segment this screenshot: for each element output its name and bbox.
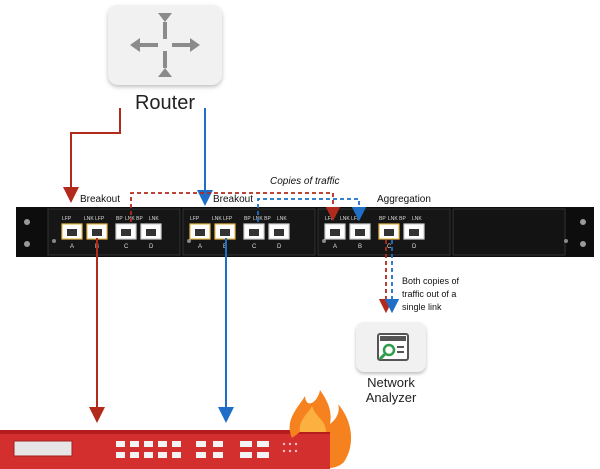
port-letter: A <box>333 244 337 250</box>
module-label-breakout-1: Breakout <box>80 194 121 205</box>
port-jack <box>146 229 156 236</box>
port-tag: LNK BP <box>388 216 406 222</box>
chassis-blank-slot <box>452 208 566 256</box>
firewall-ports <box>116 441 269 458</box>
port-letter: C <box>387 244 392 250</box>
firewall-display <box>13 440 73 457</box>
port-tag: LNK <box>277 216 287 222</box>
port-jack <box>409 229 419 236</box>
firewall-flame-icon <box>289 390 352 468</box>
port-group-3: LFP LNK LFP BP LNK BP LNK A B C D <box>324 216 425 250</box>
copies-of-traffic-label: Copies of traffic <box>270 176 340 187</box>
port-jack <box>220 229 230 236</box>
port-letter: C <box>124 244 129 250</box>
module-screw <box>52 239 56 243</box>
mount-screw <box>24 219 30 225</box>
router-label: Router <box>134 92 196 114</box>
network-analyzer-label: Network Analyzer <box>350 375 432 405</box>
port-jack <box>92 229 102 236</box>
port-letter: B <box>358 244 362 250</box>
port-jack <box>274 229 284 236</box>
router-box <box>108 5 222 85</box>
port-letter: D <box>412 244 417 250</box>
port-jack <box>121 229 131 236</box>
port-jack <box>355 229 365 236</box>
port-tag: LNK <box>412 216 422 222</box>
port-tag: BP <box>379 216 386 222</box>
note-line: traffic out of a <box>402 289 457 299</box>
port-group-2: LFP LNK LFP BP LNK BP LNK A B C D <box>189 216 290 250</box>
port-tag: BP <box>116 216 123 222</box>
port-tag: LFP <box>62 216 72 222</box>
red-copy-dashed-link <box>130 192 341 222</box>
mount-screw <box>580 241 586 247</box>
port-tag: LNK LFP <box>84 216 105 222</box>
router-to-breakout-red-link <box>63 108 121 203</box>
port-jack <box>67 229 77 236</box>
port-jack <box>330 229 340 236</box>
port-jack <box>384 229 394 236</box>
analyzer-label-line: Analyzer <box>365 390 417 405</box>
router-icon <box>130 13 200 77</box>
port-group-1: LFP LNK LFP BP LNK BP LNK A B C D <box>61 216 162 250</box>
mount-screw <box>24 241 30 247</box>
mount-screw <box>580 219 586 225</box>
port-letter: A <box>70 244 74 250</box>
port-jack <box>249 229 259 236</box>
port-tag: LNK LFP <box>212 216 233 222</box>
port-tag: LNK BP <box>125 216 143 222</box>
port-letter: D <box>149 244 154 250</box>
firewall-top-edge <box>0 430 330 434</box>
aggregation-note: Both copies of traffic out of a single l… <box>402 275 482 314</box>
port-jack <box>195 229 205 236</box>
port-letter: D <box>277 244 282 250</box>
note-line: single link <box>402 302 442 312</box>
port-tag: BP <box>244 216 251 222</box>
module-label-breakout-2: Breakout <box>213 194 254 205</box>
note-line: Both copies of <box>402 276 460 286</box>
port-tag: LFP <box>190 216 200 222</box>
port-tag: LNK <box>149 216 159 222</box>
module-screw <box>187 239 191 243</box>
module-label-aggregation: Aggregation <box>377 194 431 205</box>
port-tag: LFP <box>325 216 335 222</box>
analyzer-label-line: Network <box>367 375 415 390</box>
port-letter: C <box>252 244 257 250</box>
network-analyzer-box <box>356 322 426 372</box>
network-analyzer-icon <box>377 333 409 361</box>
blue-copy-dashed-link <box>257 198 367 222</box>
port-tag: LNK LFP <box>340 216 361 222</box>
port-letter: A <box>198 244 202 250</box>
firewall-leds <box>282 442 298 453</box>
module-screw <box>564 239 568 243</box>
port-tag: LNK BP <box>253 216 271 222</box>
module-screw <box>322 239 326 243</box>
